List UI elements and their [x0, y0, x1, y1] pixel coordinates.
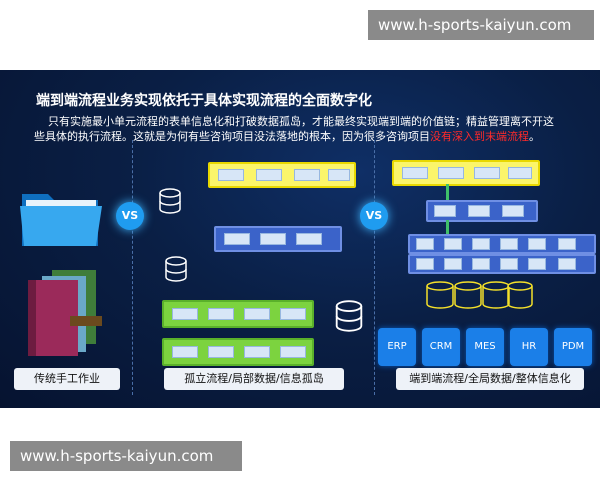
paragraph-line-1: 只有实施最小单元流程的表单信息化和打破数据孤岛，才能最终实现端到端的价值链；精益…: [48, 115, 554, 128]
flow-green-middle-1: [162, 300, 314, 328]
flow-blue-right-2: [408, 234, 596, 254]
folder-icon: [18, 184, 104, 250]
paragraph-line-2: 些具体的执行流程。这就是为何有些咨询项目没法落地的根本，因为很多咨询项目没有深入…: [34, 129, 582, 144]
flow-blue-right-3: [408, 254, 596, 274]
system-crm: CRM: [422, 328, 460, 366]
watermark-bottom: www.h-sports-kaiyun.com: [10, 441, 242, 471]
flow-blue-middle: [214, 226, 342, 252]
flow-yellow-right: [392, 160, 540, 186]
paragraph-highlight: 没有深入到末端流程: [430, 130, 529, 143]
arrow-icon: [446, 220, 449, 234]
caption-right: 端到端流程/全局数据/整体信息化: [396, 368, 584, 390]
binder-icon: [22, 268, 106, 358]
system-mes: MES: [466, 328, 504, 366]
database-icon: [164, 256, 188, 282]
database-icon: [158, 188, 182, 214]
vs-badge-right: VS: [360, 202, 388, 230]
database-icon: [334, 300, 363, 332]
vs-badge-left: VS: [116, 202, 144, 230]
database-cluster: [424, 280, 534, 312]
paragraph-line-2-suffix: 。: [529, 130, 540, 143]
system-erp: ERP: [378, 328, 416, 366]
flow-green-middle-2: [162, 338, 314, 366]
flow-blue-right-1: [426, 200, 538, 222]
panel-title: 端到端流程业务实现依托于具体实现流程的全面数字化: [36, 93, 372, 109]
watermark-top: www.h-sports-kaiyun.com: [368, 10, 594, 40]
arrow-icon: [446, 184, 449, 200]
system-hr: HR: [510, 328, 548, 366]
caption-middle: 孤立流程/局部数据/信息孤岛: [164, 368, 344, 390]
caption-left: 传统手工作业: [14, 368, 120, 390]
panel-paragraph: 只有实施最小单元流程的表单信息化和打破数据孤岛，才能最终实现端到端的价值链；精益…: [34, 114, 582, 144]
infographic-panel: 端到端流程业务实现依托于具体实现流程的全面数字化 只有实施最小单元流程的表单信息…: [0, 70, 600, 408]
paragraph-line-2-prefix: 些具体的执行流程。这就是为何有些咨询项目没法落地的根本，因为很多咨询项目: [34, 130, 430, 143]
flow-yellow-middle: [208, 162, 356, 188]
section-divider-right: [374, 140, 375, 395]
section-divider-left: [132, 140, 133, 395]
system-pdm: PDM: [554, 328, 592, 366]
